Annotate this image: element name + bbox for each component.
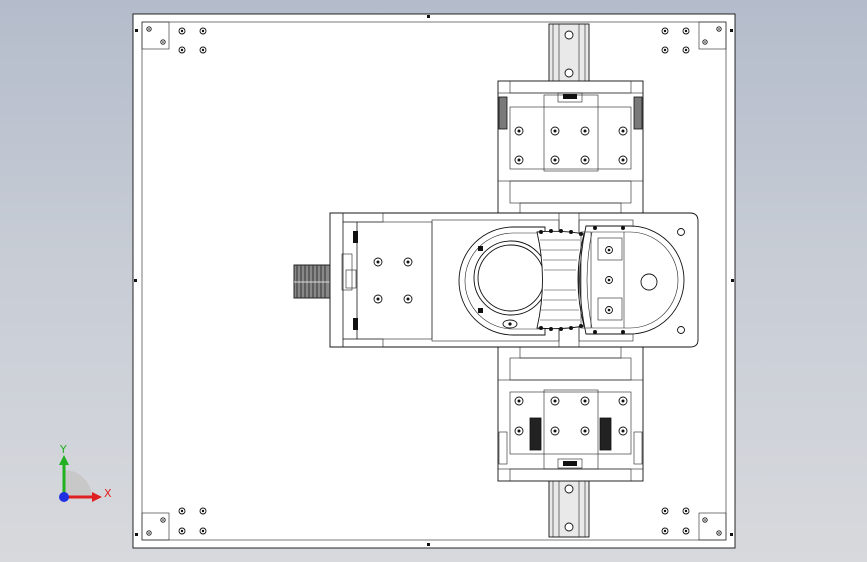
rotary-disk — [458, 226, 549, 336]
axis-triad: Y X — [59, 443, 112, 502]
linkage-plate — [536, 229, 585, 331]
corner-foot-top-right — [661, 21, 727, 54]
linear-rail-bottom — [548, 480, 590, 538]
end-effector — [579, 225, 685, 335]
carriage-bottom — [497, 346, 644, 482]
z-axis-dot — [59, 492, 69, 502]
carriage-top — [497, 80, 644, 215]
linear-rail-top — [548, 23, 590, 83]
corner-foot-bottom-left — [141, 507, 207, 541]
servo-motor — [293, 264, 331, 299]
y-axis-label: Y — [59, 443, 67, 456]
corner-foot-bottom-right — [661, 507, 727, 541]
corner-foot-top-left — [141, 21, 207, 54]
x-axis-label: X — [104, 487, 112, 500]
